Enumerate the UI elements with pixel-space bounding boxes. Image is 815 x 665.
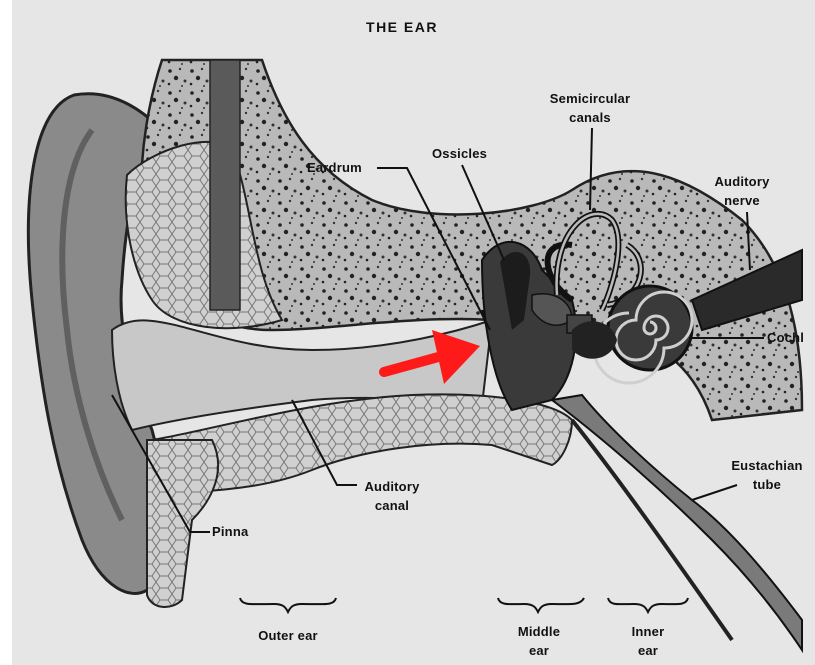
label-auditory-canal-line2: canal [375,498,409,513]
label-eustachian-line2: tube [753,477,781,492]
leader-eustachian [692,485,737,500]
label-inner-ear-line2: ear [638,643,658,658]
label-auditory-nerve-line2: nerve [724,193,760,208]
skin-strip [210,60,240,310]
label-inner-ear-line1: Inner [632,624,665,639]
diagram-title: THE EAR [366,19,438,35]
brace-middle-ear [498,598,584,612]
brace-outer-ear [240,598,336,612]
label-auditory-canal-line1: Auditory [364,479,420,494]
label-eustachian-line1: Eustachian [731,458,802,473]
label-pinna: Pinna [212,524,249,539]
label-eardrum: Eardrum [307,160,362,175]
label-auditory-nerve-line1: Auditory [714,174,770,189]
earlobe-cartilage [147,440,218,607]
eustachian-tube-shape [552,395,802,650]
label-semicircular-line1: Semicircular [550,91,630,106]
label-middle-ear-line2: ear [529,643,549,658]
label-semicircular-line2: canals [569,110,611,125]
label-ossicles: Ossicles [432,146,487,161]
ear-diagram-svg: THE EAR Semicircular canals Eardrum Ossi… [12,0,815,665]
label-outer-ear: Outer ear [258,628,318,643]
ear-diagram: THE EAR Semicircular canals Eardrum Ossi… [12,0,815,665]
label-middle-ear-line1: Middle [518,624,560,639]
label-cochlea: Cochl [767,330,804,345]
brace-inner-ear [608,598,688,612]
